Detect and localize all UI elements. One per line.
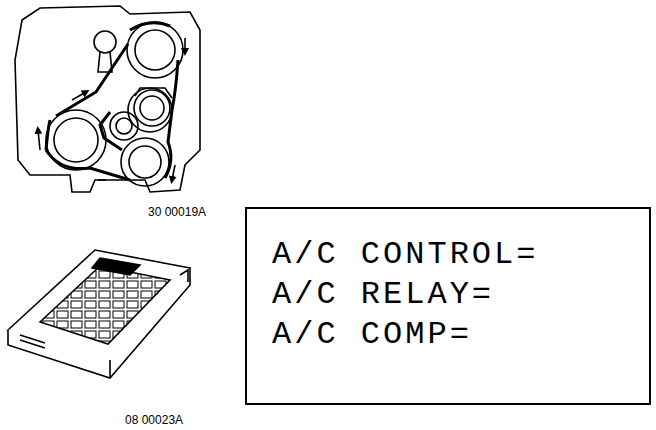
readout-line: A/C CONTROL= (272, 235, 649, 275)
readout-line: A/C COMP= (272, 315, 649, 355)
figure-number: 08 00023A (125, 413, 183, 427)
scan-tool (8, 250, 190, 378)
belt-drive-figure (15, 6, 200, 192)
readout-line: A/C RELAY= (272, 275, 649, 315)
figure-number: 30 00019A (148, 205, 206, 219)
readout-box: A/C CONTROL=A/C RELAY=A/C COMP= (245, 207, 651, 405)
